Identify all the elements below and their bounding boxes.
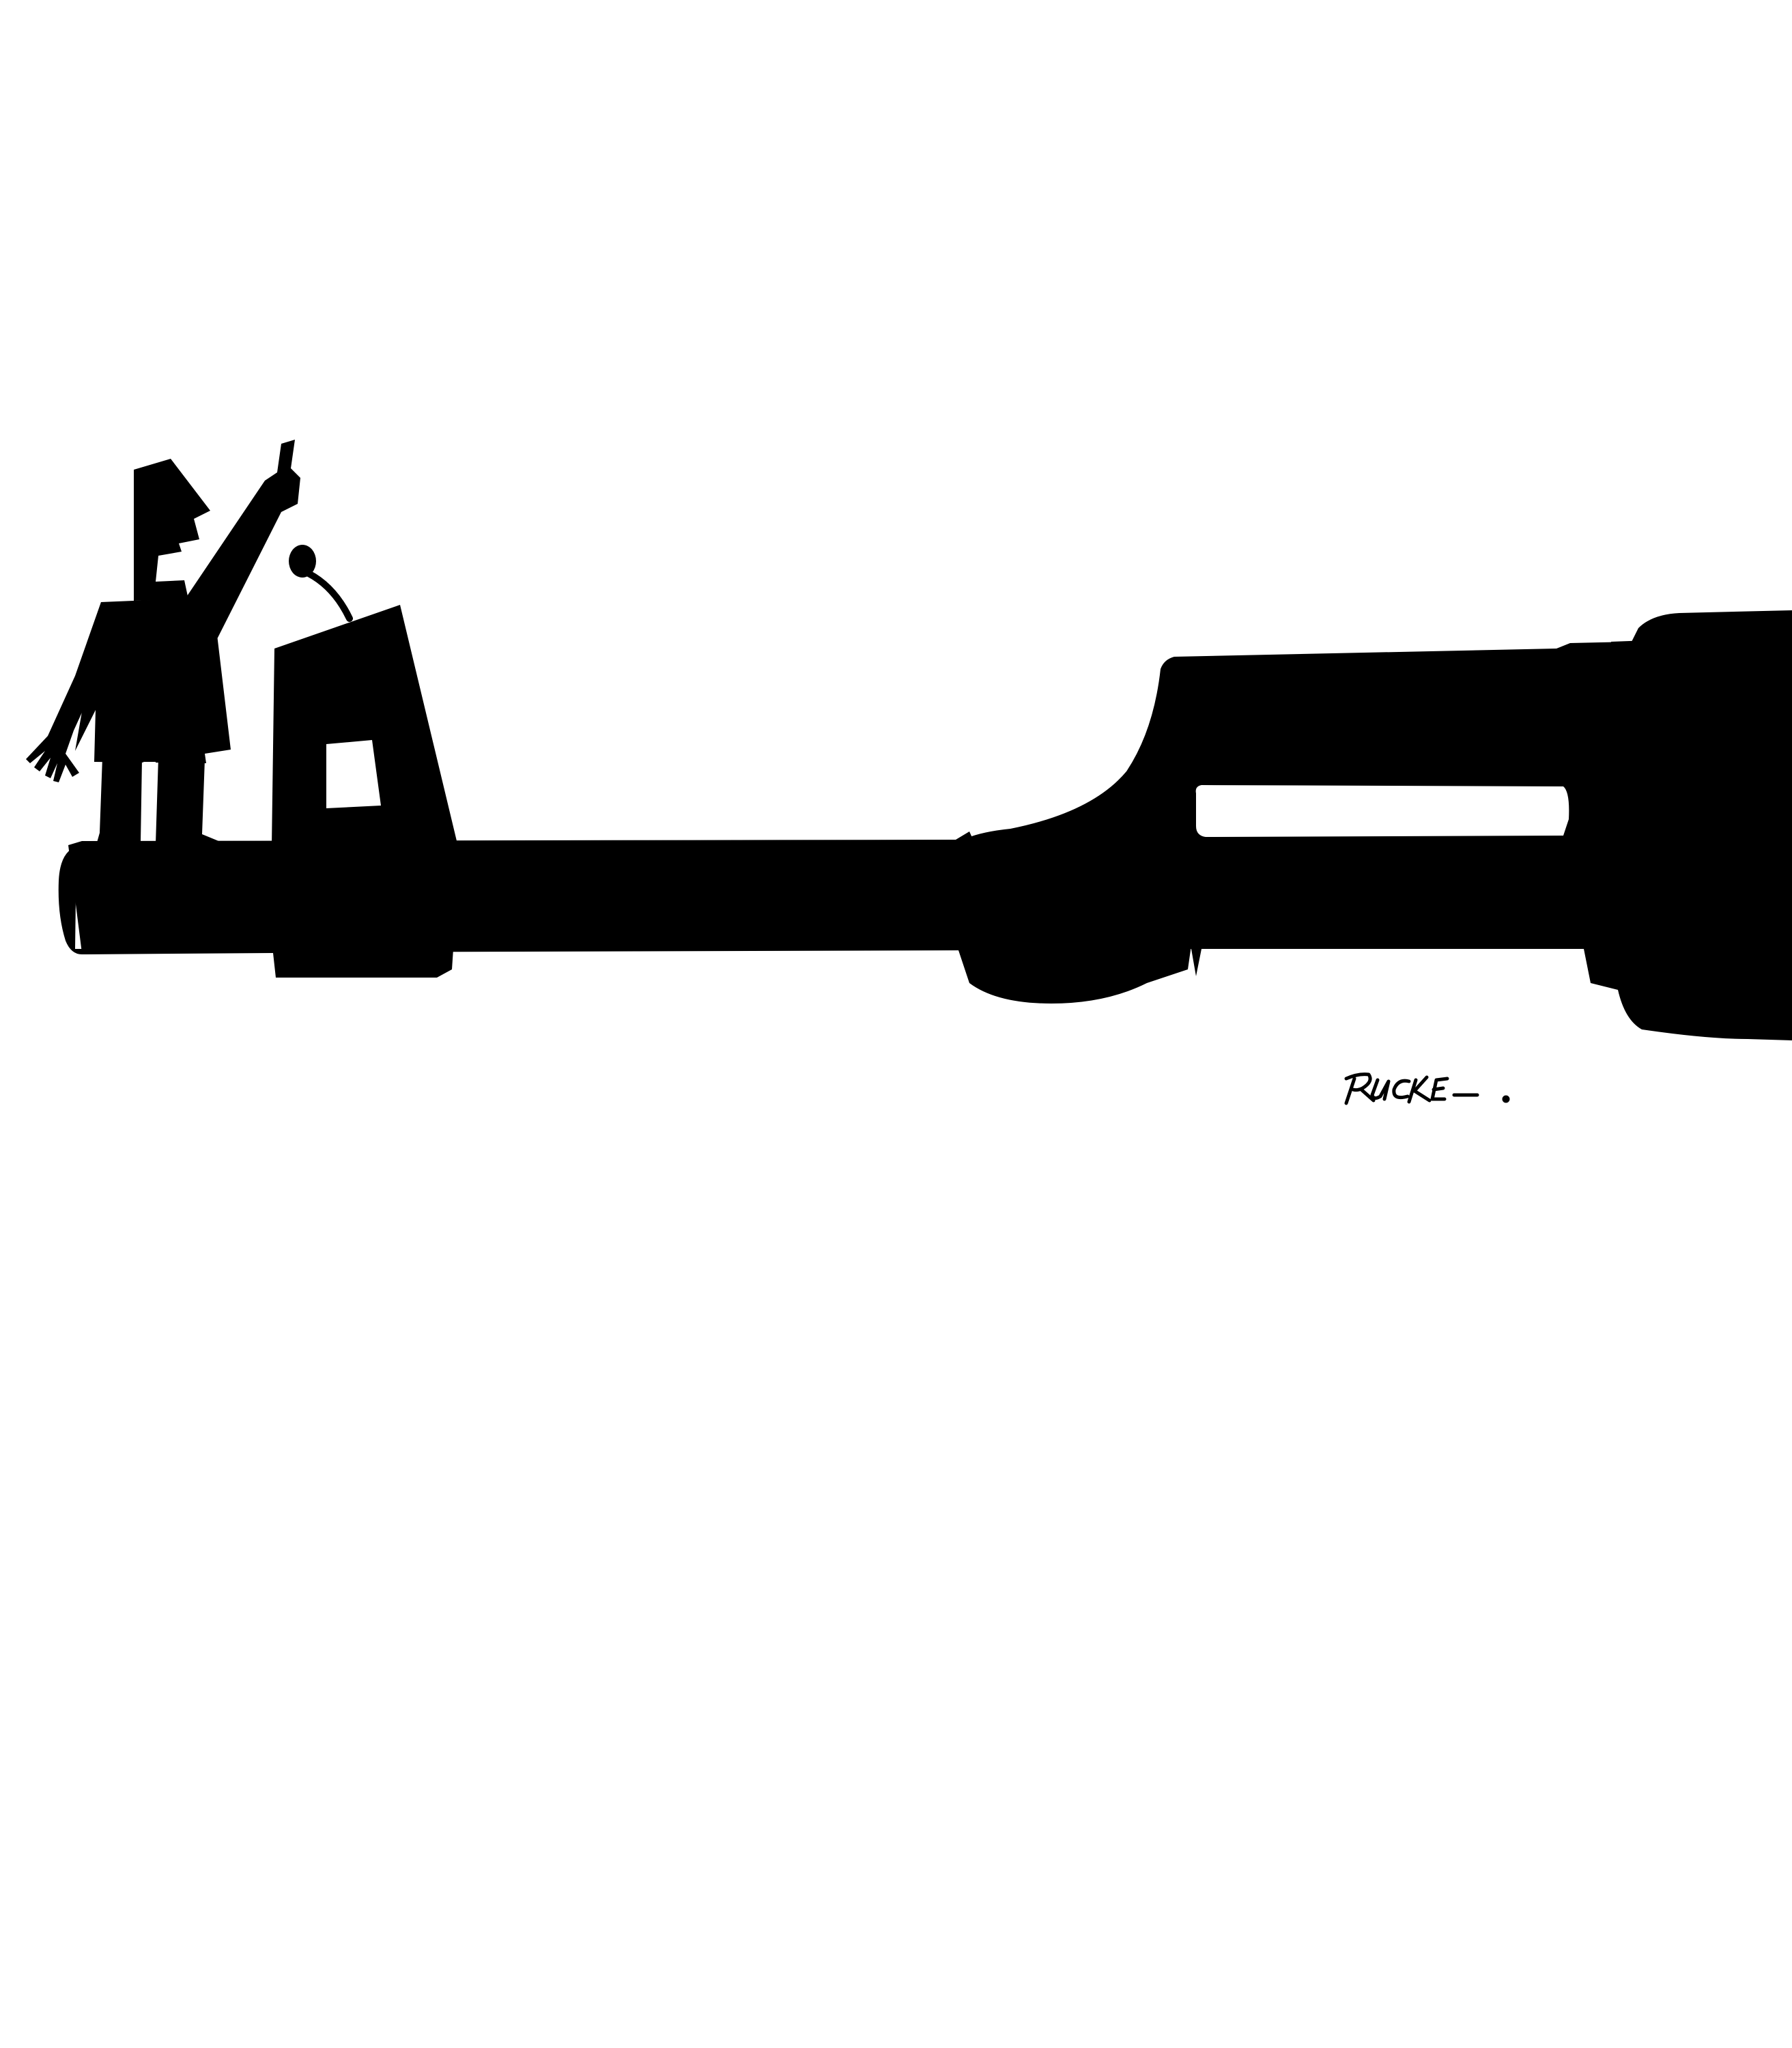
speaker-torso: [75, 598, 231, 763]
rifle-barrel: [68, 831, 976, 953]
microphone-stem: [305, 570, 353, 622]
rifle-gas-block: [956, 942, 1191, 1004]
speaker-leg-right: [156, 758, 225, 844]
speaker-figure-icon: [26, 440, 300, 844]
speaker-raised-arm: [186, 440, 300, 639]
podium-icon: [272, 605, 457, 847]
speaker-leg-left: [97, 758, 142, 842]
rifle-handguard-slot: [1195, 785, 1569, 837]
rifle-silhouette-icon: [58, 610, 1792, 1040]
microphone-icon: [289, 545, 353, 622]
speaker-head: [134, 459, 210, 601]
speaker-hanging-arm: [26, 602, 120, 782]
podium-body: [272, 605, 457, 847]
podium-panel-cutout: [326, 740, 381, 808]
artist-signature: [1344, 1072, 1510, 1105]
microphone-head: [289, 545, 316, 578]
speaker-leg-gap: [143, 762, 156, 840]
rifle-rear-block: [1611, 635, 1792, 1040]
